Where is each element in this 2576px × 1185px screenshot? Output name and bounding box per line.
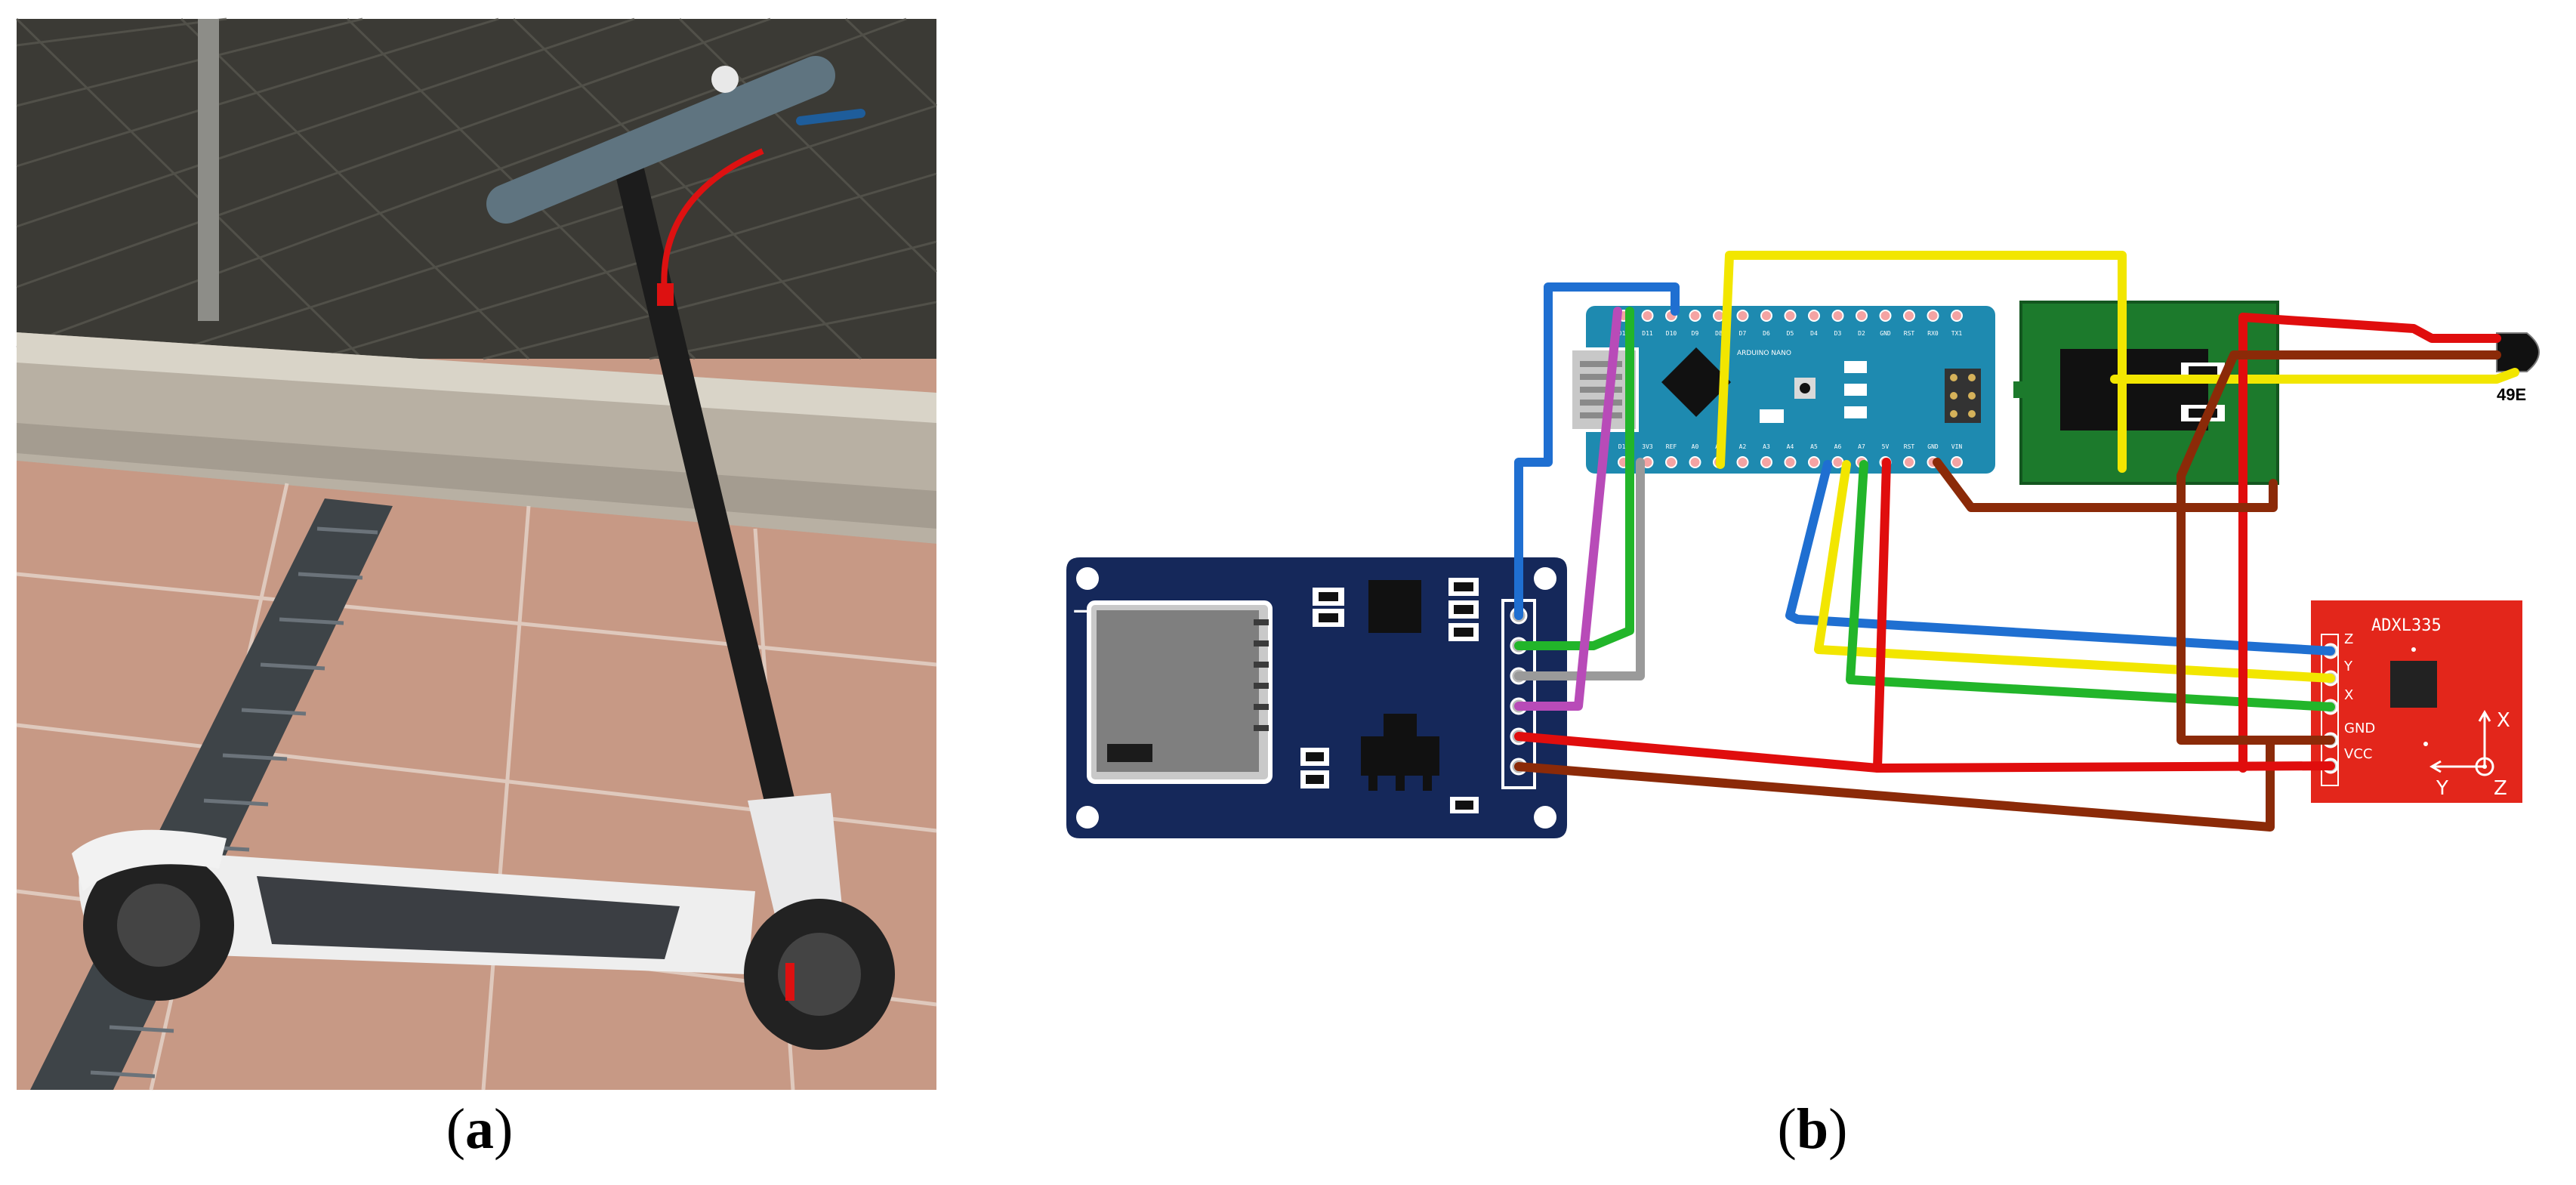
adxl-pin-label: GND: [2344, 721, 2375, 736]
arduino-top-pin: [1736, 310, 1749, 322]
caption-a: (a): [446, 1097, 514, 1161]
arduino-top-pin-label: D3: [1834, 330, 1842, 337]
wire-magenta-sd: [1514, 307, 1622, 711]
arduino-top-pin: [1879, 310, 1892, 322]
arduino-bottom-pin: [1760, 456, 1772, 468]
arduino-top-pin-label: D7: [1739, 330, 1747, 337]
arduino-top-pin: [1831, 310, 1844, 322]
hall-sensor-label: 49E: [2497, 385, 2526, 404]
adxl-pin-label: Z: [2344, 631, 2353, 647]
arduino-bottom-pin: [1903, 456, 1915, 468]
arduino-bottom-pin-label: GND: [1927, 443, 1939, 450]
arduino-bottom-pin: [1736, 456, 1749, 468]
arduino-bottom-pin-label: A2: [1739, 443, 1747, 450]
arduino-top-pin: [1927, 310, 1939, 322]
arduino-top-pin-label: TX1: [1951, 330, 1963, 337]
arduino-top-pin-label: D9: [1692, 330, 1699, 337]
arduino-top-pin-label: RST: [1904, 330, 1915, 337]
wire-yellow-adxl: [1814, 460, 2335, 683]
arduino-top-pin-label: D5: [1787, 330, 1794, 337]
arduino-bottom-pin-label: VIN: [1951, 443, 1963, 450]
arduino-top-pin: [1760, 310, 1772, 322]
arduino-bottom-pin: [1951, 456, 1963, 468]
arduino-top-pin-label: D8: [1715, 330, 1723, 337]
arduino-bottom-pin: [1784, 456, 1797, 468]
arduino-board-label: ARDUINO NANO: [1737, 350, 1791, 357]
arduino-top-pin-label: D6: [1763, 330, 1770, 337]
wire-blue-adxl: [1785, 460, 2335, 656]
arduino-bottom-pin-label: A3: [1763, 443, 1770, 450]
hall-sensor-board: [2013, 301, 2279, 485]
arduino-bottom-pin-label: A6: [1834, 443, 1842, 450]
arduino-top-pin-label: D11: [1642, 330, 1653, 337]
arduino-bottom-pin-label: A0: [1692, 443, 1699, 450]
arduino-bottom-pin-label: 3V3: [1642, 443, 1653, 450]
scooter-photo: [15, 17, 938, 1091]
sd-card-module: →: [1066, 557, 1567, 838]
adxl-axis-y-label: Y: [2436, 777, 2448, 800]
wire-red-hall: [2238, 313, 2501, 343]
arduino-bottom-pin: [1808, 456, 1820, 468]
arduino-top-pin: [1784, 310, 1797, 322]
arduino-bottom-pin-label: A7: [1858, 443, 1865, 450]
arduino-top-pin: [1951, 310, 1963, 322]
arduino-bottom-pin-label: RST: [1904, 443, 1915, 450]
arduino-bottom-pin-label: A4: [1787, 443, 1794, 450]
arduino-top-pin: [1689, 310, 1701, 322]
arduino-bottom-pin: [1665, 456, 1677, 468]
arduino-top-pin: [1641, 310, 1654, 322]
adxl-pin-label: VCC: [2344, 746, 2372, 762]
arduino-top-pin-label: D2: [1858, 330, 1865, 337]
wire-green-adxl: [1846, 460, 2335, 711]
arduino-bottom-pin-label: REF: [1666, 443, 1677, 450]
arduino-bottom-pin-label: 5V: [1882, 443, 1890, 450]
wire-gray-sd: [1514, 458, 1645, 680]
caption-b: (b): [1778, 1097, 1848, 1161]
arduino-top-pin-label: RX0: [1927, 330, 1939, 337]
wire-blue-sd: [1514, 282, 1680, 620]
arduino-bottom-pin: [1689, 456, 1701, 468]
arduino-top-header: D12 D11 D10 D9 D8 D7 D6 D5 D4 D3 D2 GND RST RX0 TX1: [1618, 310, 1963, 337]
adxl-axis-z-label: Z: [2494, 777, 2507, 800]
adxl-pin-label: Y: [2343, 659, 2353, 674]
adxl-axis-x-label: X: [2497, 709, 2510, 732]
wire-red-sd: [1514, 732, 1882, 773]
arduino-top-pin: [1856, 310, 1868, 322]
arduino-top-pin: [1808, 310, 1820, 322]
adxl-title: ADXL335: [2371, 616, 2442, 635]
wire-brown-sd: [1514, 736, 2275, 832]
hall-sensor-49e: 49E: [2496, 332, 2540, 404]
arduino-top-pin: [1903, 310, 1915, 322]
arduino-top-pin-label: D12: [1618, 330, 1630, 337]
wire-brown-hall: [2176, 350, 2501, 480]
arduino-top-pin-label: D4: [1810, 330, 1818, 337]
adxl-pin-label: X: [2344, 687, 2353, 703]
wire-brown-adxl: [2176, 471, 2335, 745]
arduino-bottom-pin-label: A5: [1810, 443, 1818, 450]
arduino-top-pin-label: D10: [1666, 330, 1677, 337]
wires: [1514, 251, 2519, 832]
wire-red-5v: [1873, 458, 2335, 773]
wire-yellow-top: [1716, 251, 2127, 473]
arduino-top-pin-label: GND: [1880, 330, 1891, 337]
wire-green-sd: [1514, 307, 1634, 650]
arduino-bottom-pin: [1831, 456, 1844, 468]
arduino-bottom-pin-label: D13: [1618, 443, 1630, 450]
wire-brown-gnd: [1933, 458, 2278, 512]
